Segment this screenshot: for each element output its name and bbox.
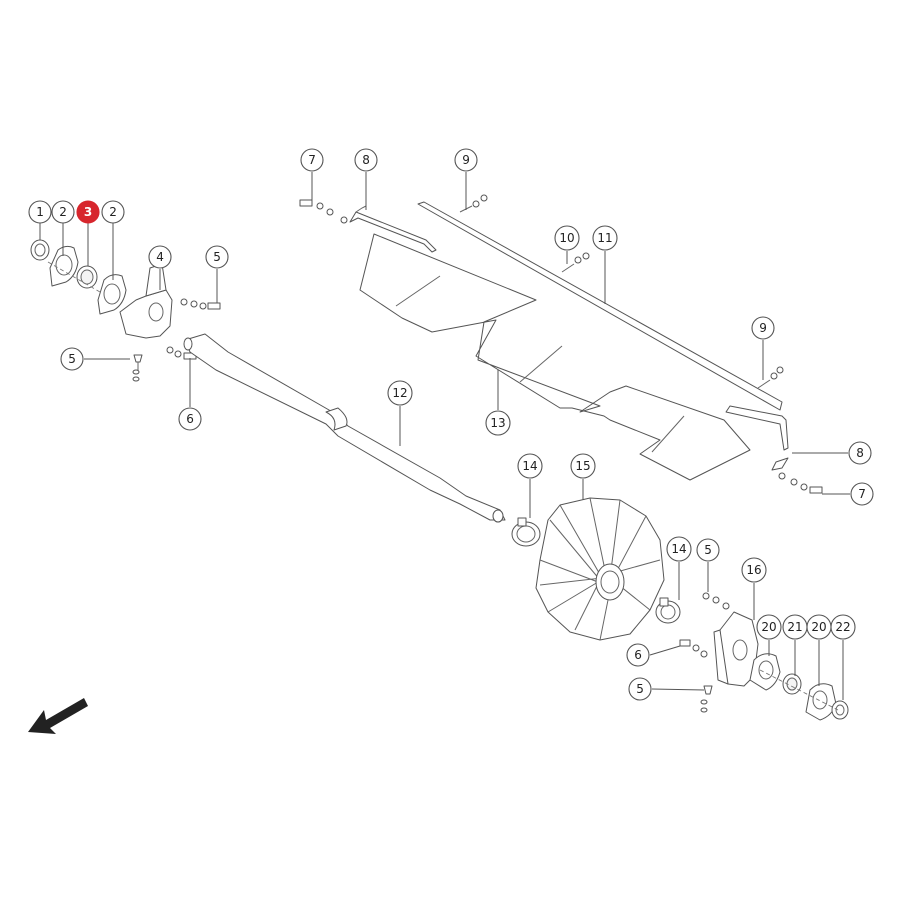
callout-10: 10 [554, 225, 580, 251]
callout-5-right-top: 5 [696, 538, 720, 562]
svg-text:5: 5 [704, 543, 712, 557]
fasteners-9-top [459, 194, 488, 213]
svg-text:11: 11 [597, 231, 612, 245]
callout-6-right: 6 [626, 643, 650, 667]
bottom-left-bolt [132, 354, 143, 382]
right-bearing-assembly [679, 592, 849, 721]
callout-22: 22 [830, 614, 856, 640]
callout-5-left-top: 5 [205, 245, 229, 269]
deflector-panel-assembly [299, 194, 823, 494]
svg-text:8: 8 [362, 153, 370, 167]
callout-9-top: 9 [454, 148, 478, 172]
callout-20-right: 20 [806, 614, 832, 640]
svg-text:7: 7 [858, 487, 866, 501]
part-14-clamp-left [511, 517, 541, 547]
svg-text:6: 6 [186, 412, 194, 426]
svg-text:1: 1 [36, 205, 44, 219]
svg-text:20: 20 [761, 620, 776, 634]
callout-2-right: 2 [101, 200, 125, 224]
svg-text:12: 12 [392, 386, 407, 400]
svg-text:15: 15 [575, 459, 590, 473]
svg-text:22: 22 [835, 620, 850, 634]
callout-7-bottom: 7 [850, 482, 874, 506]
callout-21: 21 [782, 614, 808, 640]
svg-text:3: 3 [84, 205, 92, 219]
svg-text:5: 5 [68, 352, 76, 366]
callout-14-right: 14 [666, 536, 692, 562]
leader-lines [39, 172, 850, 700]
left-bearing-assembly [30, 239, 221, 382]
svg-text:14: 14 [522, 459, 537, 473]
svg-text:6: 6 [634, 648, 642, 662]
svg-text:14: 14 [671, 542, 686, 556]
part-2-flange-right [97, 274, 127, 315]
svg-text:20: 20 [811, 620, 826, 634]
svg-text:9: 9 [462, 153, 470, 167]
part-12-shaft [183, 333, 506, 523]
callout-1: 1 [28, 200, 52, 224]
fasteners-7-bottom [778, 472, 823, 494]
svg-text:2: 2 [59, 205, 67, 219]
fasteners-10 [561, 252, 590, 273]
callout-14-left: 14 [517, 453, 543, 479]
callouts: 1 2 3 2 4 5 5 6 7 8 9 10 [28, 148, 874, 701]
svg-text:16: 16 [746, 563, 761, 577]
svg-text:13: 13 [490, 416, 505, 430]
callout-8-top: 8 [354, 148, 378, 172]
part-2-flange-left [49, 245, 79, 287]
svg-text:10: 10 [559, 231, 574, 245]
svg-text:7: 7 [308, 153, 316, 167]
callout-8-bottom: 8 [848, 441, 872, 465]
callout-6-left: 6 [178, 407, 202, 431]
svg-text:5: 5 [213, 250, 221, 264]
svg-text:2: 2 [109, 205, 117, 219]
callout-20-left: 20 [756, 614, 782, 640]
callout-2-left: 2 [51, 200, 75, 224]
callout-5-right-bottom: 5 [628, 677, 652, 701]
svg-text:8: 8 [856, 446, 864, 460]
svg-text:5: 5 [636, 682, 644, 696]
callout-15: 15 [570, 453, 596, 479]
callout-12: 12 [387, 380, 413, 406]
part-15-fan-rotor [535, 497, 665, 641]
part-3-bearing [76, 265, 98, 289]
part-4-bracket [119, 263, 173, 339]
callout-9-bottom: 9 [751, 316, 775, 340]
fasteners-9-bottom [757, 366, 784, 389]
callout-11: 11 [592, 225, 618, 251]
callout-16: 16 [741, 557, 767, 583]
callout-3-highlighted[interactable]: 3 [76, 200, 100, 224]
callout-7-top: 7 [300, 148, 324, 172]
part-1-ring [30, 239, 50, 261]
svg-text:9: 9 [759, 321, 767, 335]
direction-arrow-icon [28, 698, 88, 734]
part-14-clamp-right [655, 597, 681, 624]
callout-4: 4 [148, 245, 172, 269]
svg-text:21: 21 [787, 620, 802, 634]
top-fasteners [299, 199, 348, 224]
callout-13: 13 [485, 410, 511, 436]
bracket-fasteners [180, 298, 221, 310]
callout-5-left-bottom: 5 [60, 347, 84, 371]
svg-text:4: 4 [156, 250, 164, 264]
